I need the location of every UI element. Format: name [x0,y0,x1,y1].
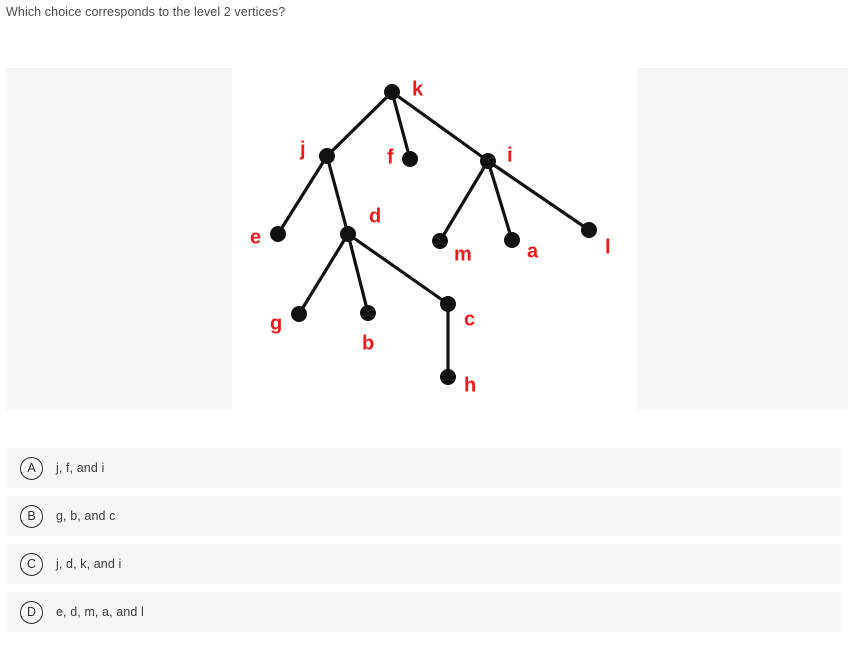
tree-vertex-label-k: k [412,78,424,100]
tree-label-layer: k j f i e d m a l g b c h [250,78,611,396]
tree-vertex-f [402,151,418,167]
choice-letter-bubble-a[interactable]: A [20,456,43,480]
choice-text-a: j, f, and i [56,461,105,475]
tree-edge-d-b [346,232,370,315]
choice-letter-bubble-d[interactable]: D [20,600,43,624]
tree-vertex-label-f: f [387,146,394,168]
tree-vertex-label-e: e [250,226,261,248]
question-prompt: Which choice corresponds to the level 2 … [6,5,286,19]
tree-vertex-label-a: a [527,240,539,262]
tree-edge-j-e [276,154,329,236]
tree-vertex-h [440,369,456,385]
figure-band: k j f i e d m a l g b c h [0,68,848,410]
tree-vertex-label-j: j [299,138,306,160]
choice-letter-bubble-b[interactable]: B [20,504,43,528]
tree-vertex-b [360,305,376,321]
figure-right-filler-panel [637,68,848,410]
tree-edge-i-l [486,159,591,232]
tree-vertex-l [581,222,597,238]
tree-vertex-m [432,233,448,249]
tree-vertex-i [480,153,496,169]
tree-edge-i-m [438,159,490,243]
choice-text-c: j, d, k, and i [56,557,122,571]
tree-vertex-g [291,306,307,322]
tree-vertex-label-g: g [270,312,282,334]
choice-text-b: g, b, and c [56,509,116,523]
tree-edge-layer [276,90,591,379]
tree-vertex-c [440,296,456,312]
tree-vertex-e [270,226,286,242]
tree-vertex-d [340,226,356,242]
tree-vertex-j [319,148,335,164]
tree-vertex-label-h: h [464,374,476,396]
tree-diagram-stage: k j f i e d m a l g b c h [232,68,637,410]
rooted-tree-graph: k j f i e d m a l g b c h [250,78,611,396]
tree-vertex-k [384,84,400,100]
tree-edge-k-f [390,90,412,161]
choice-text-d: e, d, m, a, and l [56,605,144,619]
tree-vertex-label-l: l [605,236,611,258]
tree-vertex-label-d: d [369,205,381,227]
tree-vertex-label-c: c [464,308,475,330]
tree-edge-j-d [325,154,350,236]
tree-edge-d-g [297,232,350,316]
tree-vertex-label-m: m [454,243,472,265]
tree-edge-k-j [325,90,394,158]
tree-edge-k-i [390,90,490,163]
tree-node-layer [270,84,597,385]
tree-vertex-a [504,232,520,248]
tree-vertex-label-i: i [507,144,513,166]
figure-left-filler-panel [6,68,232,410]
tree-edge-d-c [346,232,450,306]
choice-letter-bubble-c[interactable]: C [20,552,43,576]
tree-vertex-label-b: b [362,332,374,354]
tree-edge-i-a [486,159,514,242]
